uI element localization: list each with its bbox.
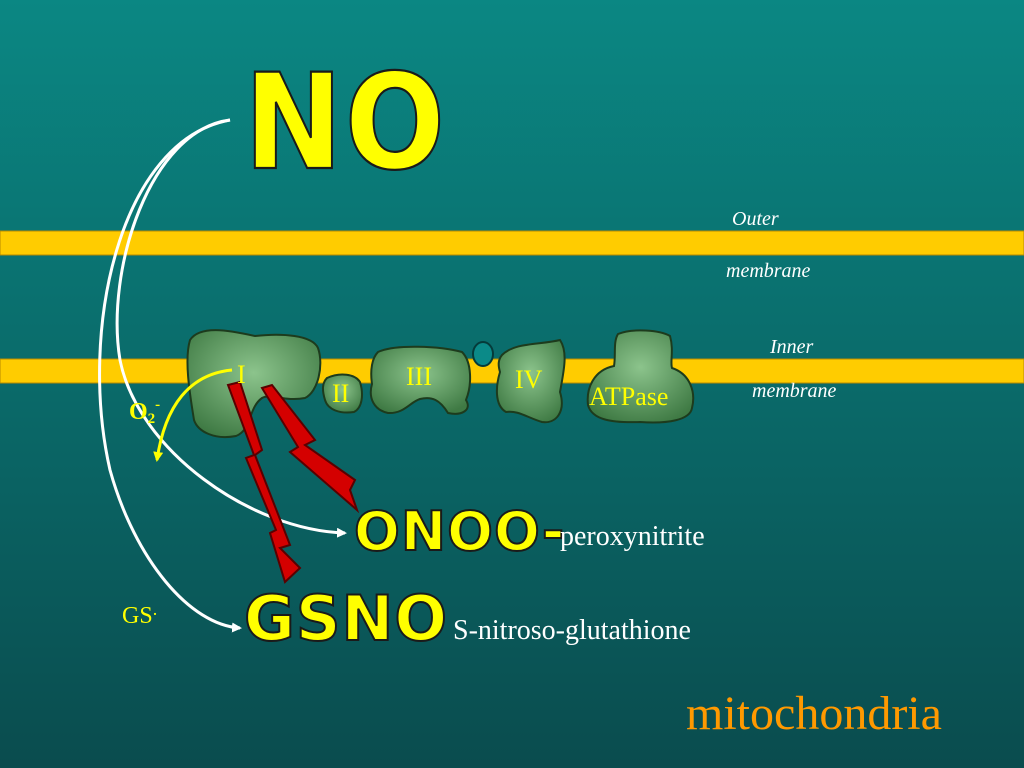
- lightning-bolt-right: [260, 383, 360, 514]
- outer-membrane-band: [0, 230, 1024, 256]
- outer-membrane-label-1: Outer: [732, 208, 779, 230]
- gsno-label: GSNO: [243, 582, 449, 655]
- glutathionyl-superscript: .: [152, 599, 158, 619]
- complex-i-label: I: [237, 360, 246, 389]
- superoxide-arrow: [153, 368, 233, 462]
- superoxide-label: O2-: [129, 397, 161, 427]
- glutathionyl-label: GS.: [122, 599, 158, 629]
- snitroso-glutathione-label: S-nitroso-glutathione: [453, 615, 691, 646]
- complex-iii-shape: [369, 345, 472, 415]
- inner-membrane-label-2: membrane: [752, 380, 837, 402]
- complex-ii-shape: [321, 373, 363, 414]
- cytochrome-c-shape: [472, 341, 494, 367]
- outer-membrane-label-2: membrane: [726, 260, 811, 282]
- organelle-label: mitochondria: [686, 687, 942, 740]
- complex-iii-label: III: [406, 362, 432, 391]
- lightning-bolt-left: [226, 380, 302, 584]
- complex-ii-label: II: [332, 379, 350, 408]
- atpase-shape: [586, 329, 695, 424]
- superoxide-superscript: -: [155, 397, 161, 413]
- no-to-gsno-arrow: [98, 118, 242, 633]
- no-to-onoo-arrow: [115, 118, 347, 538]
- atpase-label: ATPase: [589, 382, 669, 411]
- superoxide-subscript: 2: [147, 411, 156, 427]
- peroxynitrite-label: peroxynitrite: [560, 521, 705, 552]
- complex-iv-shape: [495, 338, 566, 424]
- no-title: NO: [243, 44, 448, 200]
- inner-membrane-label-1: Inner: [770, 336, 814, 358]
- complex-iv-label: IV: [515, 365, 543, 394]
- onoo-label: ONOO-: [353, 500, 566, 563]
